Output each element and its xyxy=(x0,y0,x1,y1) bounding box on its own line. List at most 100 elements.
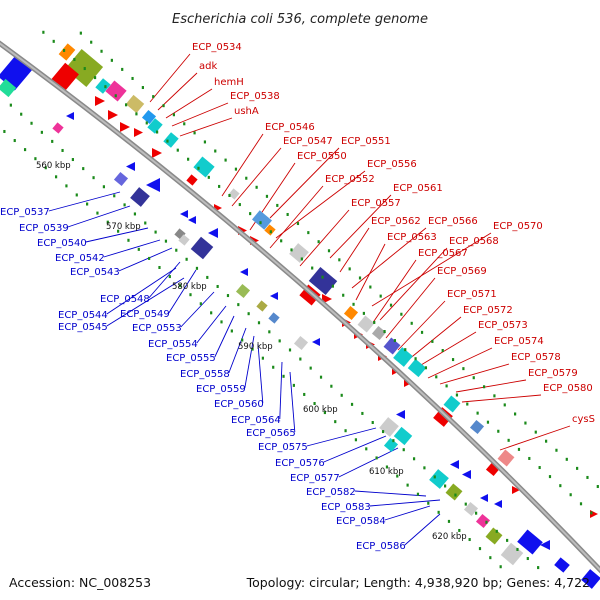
tick-dot xyxy=(13,139,16,143)
connector-line xyxy=(221,133,264,197)
forward-gene-label: ECP_0538 xyxy=(230,91,280,102)
tick-dot xyxy=(331,284,334,288)
tick-dot xyxy=(361,411,364,415)
forward-gene-label: ECP_0562 xyxy=(371,216,421,227)
tick-dot xyxy=(321,275,324,279)
gene-feature xyxy=(393,347,413,367)
connector-line xyxy=(244,335,255,389)
tick-dot xyxy=(292,383,295,387)
reverse-gene-label: ECP_0564 xyxy=(231,415,281,426)
tick-dot xyxy=(350,402,354,406)
tick-dot xyxy=(176,148,179,152)
reverse-gene-label: ECP_0565 xyxy=(246,428,296,439)
tick-dot xyxy=(317,240,320,244)
gene-feature xyxy=(141,109,157,125)
forward-gene-label: ECP_0551 xyxy=(341,136,391,147)
connector-line xyxy=(351,227,427,289)
tick-dot xyxy=(396,474,399,478)
tick-dot xyxy=(185,257,188,261)
tick-dot xyxy=(224,158,227,162)
tick-dot xyxy=(443,484,447,488)
connector-line xyxy=(149,53,191,103)
gene-feature xyxy=(190,236,214,260)
forward-gene-label: ECP_0546 xyxy=(265,122,315,133)
tick-dot xyxy=(272,365,275,369)
gene-feature xyxy=(256,300,268,312)
tick-dot xyxy=(121,67,124,71)
tick-dot xyxy=(92,176,95,180)
connector-line xyxy=(106,277,185,327)
tick-dot xyxy=(189,293,192,297)
tick-dot xyxy=(96,211,99,215)
forward-gene-label: ECP_0552 xyxy=(325,174,375,185)
tick-dot xyxy=(485,520,488,524)
gene-feature xyxy=(264,224,276,236)
gene-feature xyxy=(554,557,570,573)
tick-dot xyxy=(441,349,444,353)
tick-dot xyxy=(238,203,241,207)
label-connector-lines xyxy=(48,53,571,546)
gene-feature xyxy=(228,188,240,200)
tick-dot xyxy=(406,483,409,487)
connector-line xyxy=(306,427,377,447)
gene-feature xyxy=(393,426,413,446)
reverse-gene-label: ECP_0537 xyxy=(0,207,50,218)
gene-feature xyxy=(445,483,463,501)
forward-gene-label: ECP_0580 xyxy=(543,383,593,394)
forward-gene-label: ECP_0570 xyxy=(493,221,543,232)
gene-feature xyxy=(105,80,127,102)
connector-line xyxy=(165,88,213,119)
tick-dot xyxy=(385,465,389,469)
reverse-gene-label: ECP_0582 xyxy=(306,487,356,498)
forward-gene-label: ECP_0557 xyxy=(351,198,401,209)
gene-feature xyxy=(469,419,485,435)
tick-dot xyxy=(62,48,66,52)
tick-dot xyxy=(90,40,93,44)
gene-arrow xyxy=(540,540,550,550)
tick-dot xyxy=(579,502,583,506)
connector-line xyxy=(48,191,121,212)
reverse-gene-label: ECP_0545 xyxy=(58,322,108,333)
tick-dot xyxy=(342,293,345,297)
connector-line xyxy=(106,267,177,315)
reverse-gene-label: ECP_0543 xyxy=(70,267,120,278)
tick-dot xyxy=(420,330,424,334)
tick-dot xyxy=(534,430,537,434)
tick-dot xyxy=(410,321,413,325)
tick-dot xyxy=(569,493,572,497)
tick-dot xyxy=(113,194,116,198)
connector-line xyxy=(85,227,149,243)
tick-dot xyxy=(445,384,448,388)
tick-dot xyxy=(424,366,428,370)
tick-dot xyxy=(559,484,562,488)
tick-dot xyxy=(203,140,207,144)
tick-dot xyxy=(517,447,521,451)
gene-arrow xyxy=(240,268,248,276)
tick-dot xyxy=(269,230,272,234)
tick-dot xyxy=(526,557,529,561)
tick-dot xyxy=(486,420,490,424)
tick-dot xyxy=(586,475,589,479)
gene-arrow xyxy=(95,96,105,106)
tick-dot xyxy=(307,231,310,235)
tick-dot xyxy=(458,528,461,532)
kbp-tick-label: 620 kbp xyxy=(432,532,467,542)
tick-dot xyxy=(44,166,47,170)
tick-dot xyxy=(476,411,479,415)
forward-gene-label: ushA xyxy=(234,106,259,117)
tick-dot xyxy=(338,258,341,262)
tick-dot xyxy=(555,448,558,452)
tick-dot xyxy=(392,439,395,443)
tick-dot xyxy=(214,149,217,153)
tick-dot xyxy=(123,203,126,207)
tick-dot xyxy=(402,448,405,452)
tick-dot xyxy=(34,157,37,161)
tick-dot xyxy=(393,339,397,343)
connector-line xyxy=(275,170,366,239)
tick-dot xyxy=(104,85,107,89)
gene-arrow xyxy=(396,410,405,419)
tick-dot xyxy=(313,402,316,406)
gene-feature xyxy=(293,335,309,351)
tick-dot xyxy=(472,376,475,380)
